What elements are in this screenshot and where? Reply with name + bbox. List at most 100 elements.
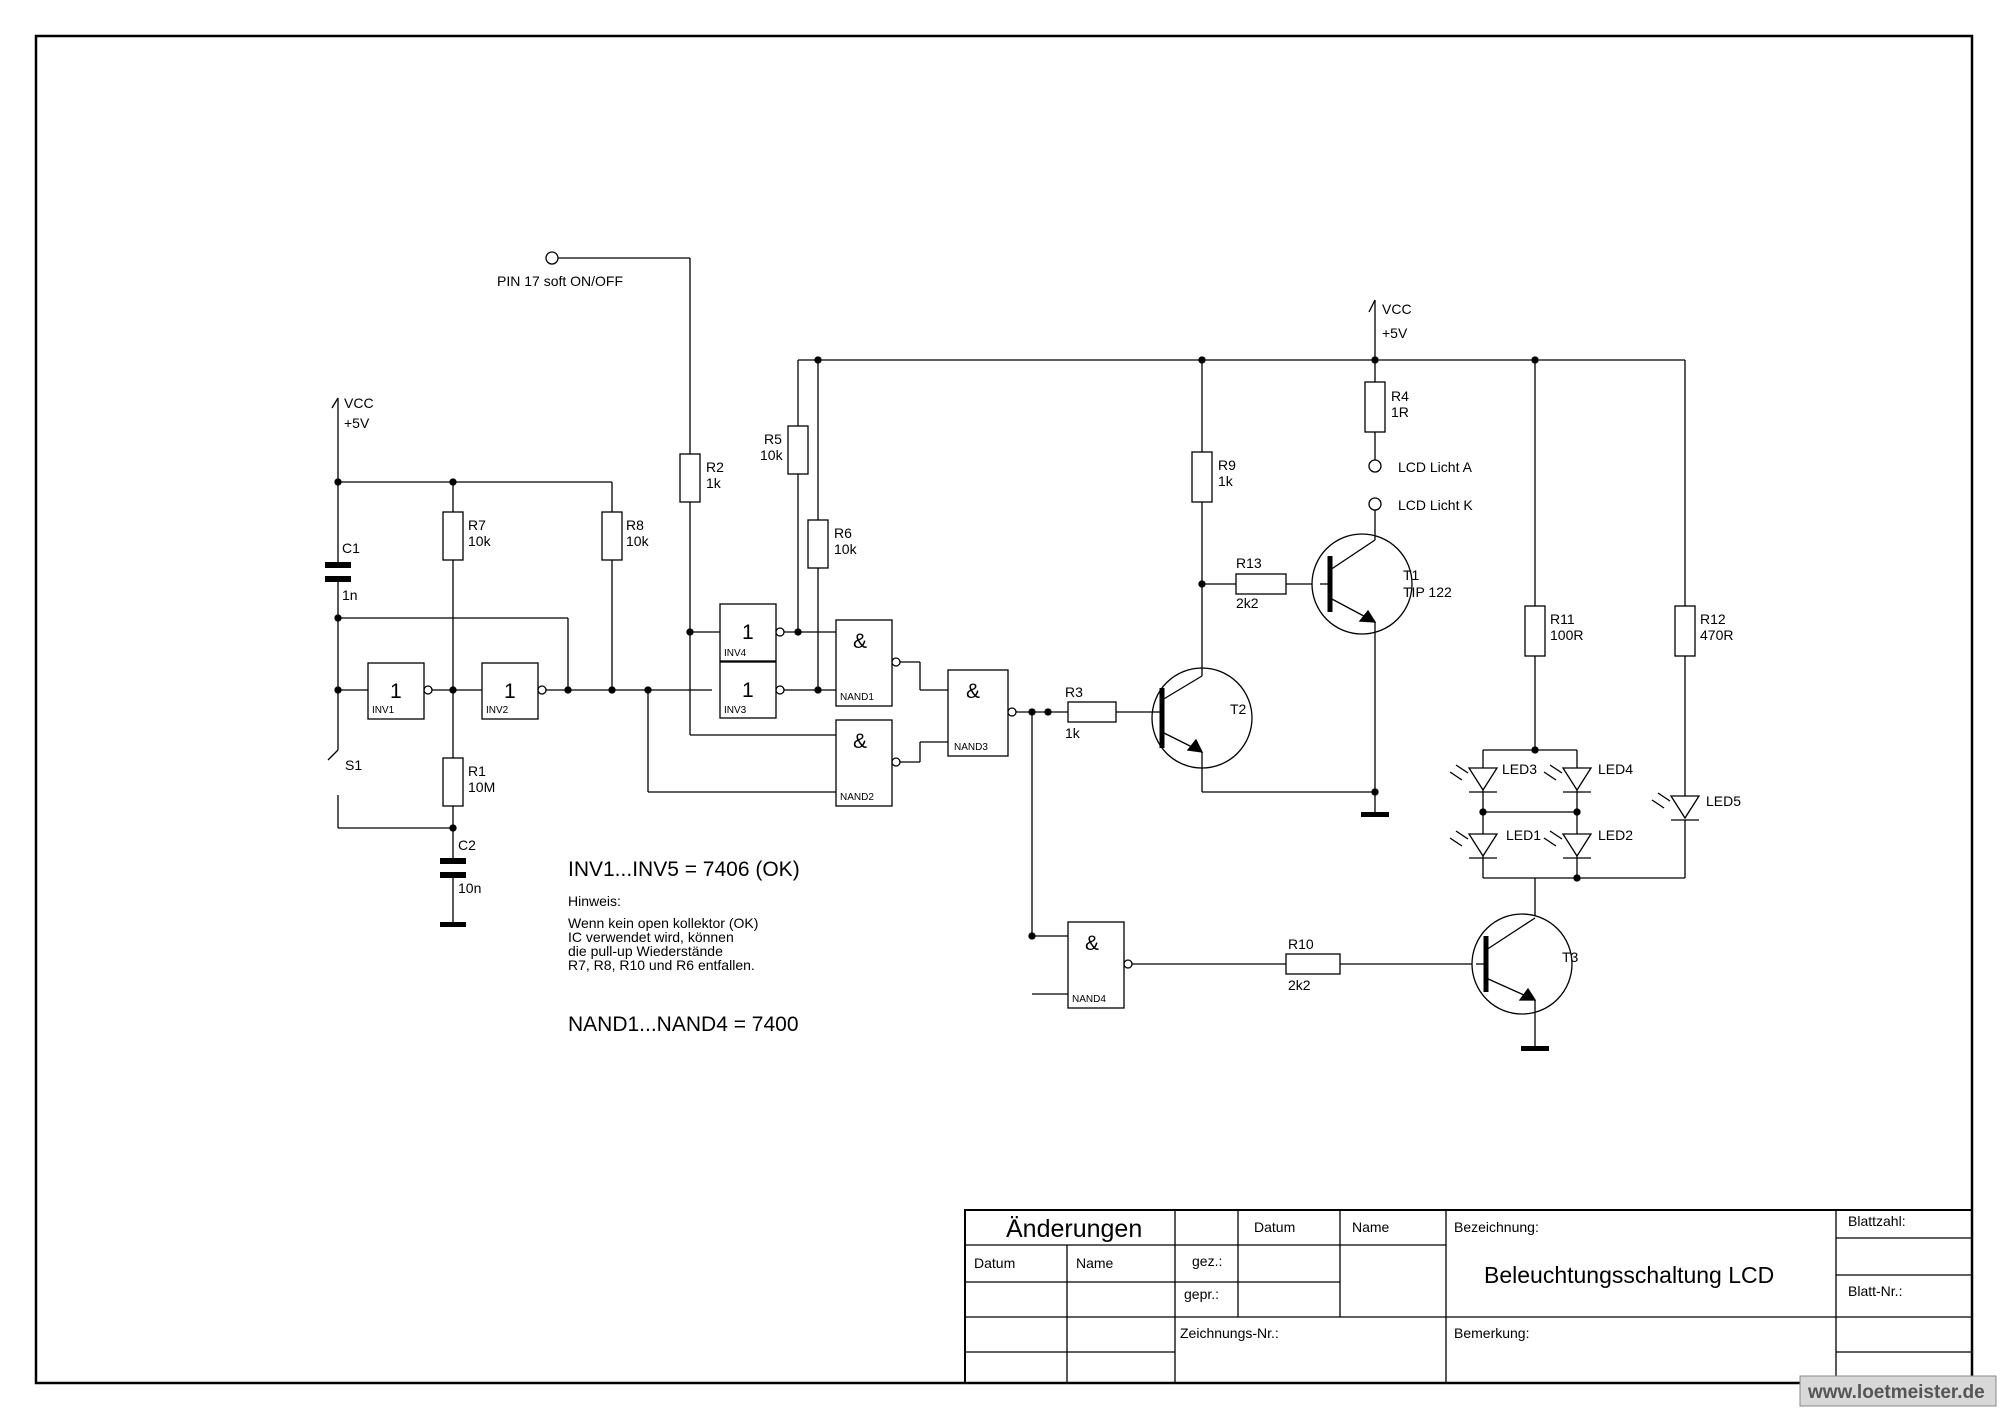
svg-text:LCD Licht K: LCD Licht K <box>1398 497 1473 513</box>
vcc-label: VCC <box>344 395 374 411</box>
svg-text:PIN 17 soft ON/OFF: PIN 17 soft ON/OFF <box>497 273 623 289</box>
gate-nand1: & NAND1 <box>835 619 901 707</box>
svg-text:INV3: INV3 <box>724 705 747 716</box>
svg-text:R5: R5 <box>764 431 782 447</box>
led3: LED3 <box>1449 761 1537 793</box>
svg-text:1k: 1k <box>1065 725 1081 741</box>
svg-text:LED4: LED4 <box>1598 761 1633 777</box>
resistor-r3: R3 1k <box>1065 684 1152 741</box>
svg-text:gepr.:: gepr.: <box>1184 1286 1219 1302</box>
svg-text:NAND2: NAND2 <box>840 792 874 803</box>
title-block: Änderungen Datum Name Datum Name gez.: g… <box>964 1209 1973 1384</box>
svg-text:Bemerkung:: Bemerkung: <box>1454 1325 1529 1341</box>
vcc-symbol-left: VCC +5V <box>331 395 374 482</box>
svg-text:C1: C1 <box>342 540 360 556</box>
svg-text:10M: 10M <box>468 779 495 795</box>
resistor-r6: R6 10k <box>807 360 858 690</box>
svg-text:R9: R9 <box>1218 457 1236 473</box>
svg-text:VCC: VCC <box>1382 301 1412 317</box>
svg-text:1n: 1n <box>342 587 358 603</box>
ground-t1 <box>1361 812 1389 817</box>
nand-type-note: NAND1...NAND4 = 7400 <box>568 1013 799 1036</box>
resistor-r8: R8 10k <box>601 482 650 690</box>
svg-text:TIP 122: TIP 122 <box>1403 584 1452 600</box>
svg-text:R10: R10 <box>1288 936 1314 952</box>
svg-text:R7, R8, R10 und R6 entfallen.: R7, R8, R10 und R6 entfallen. <box>568 957 755 973</box>
gate-inv1: 1 INV1 <box>367 662 433 720</box>
svg-text:Blatt-Nr.:: Blatt-Nr.: <box>1848 1283 1902 1299</box>
svg-text:+5V: +5V <box>1382 325 1408 341</box>
gate-nand3: & NAND3 <box>947 669 1017 757</box>
svg-text:&: & <box>966 680 980 703</box>
svg-text:INV4: INV4 <box>724 648 747 659</box>
watermark: www.loetmeister.de <box>1799 1375 1997 1407</box>
capacitor-c1: C1 1n <box>325 482 360 690</box>
svg-text:Bezeichnung:: Bezeichnung: <box>1454 1219 1539 1235</box>
resistor-r1: R1 10M <box>442 757 495 862</box>
svg-text:INV1: INV1 <box>372 705 395 716</box>
svg-text:NAND3: NAND3 <box>954 742 988 753</box>
svg-text:R8: R8 <box>626 517 644 533</box>
svg-text:&: & <box>853 630 867 653</box>
svg-text:die pull-up Wiederstände: die pull-up Wiederstände <box>568 943 723 959</box>
svg-text:10k: 10k <box>834 541 858 557</box>
gate-inv4: 1 INV4 <box>719 603 785 662</box>
vcc-voltage-label: +5V <box>344 415 370 431</box>
svg-text:C2: C2 <box>458 837 476 853</box>
svg-text:T3: T3 <box>1562 949 1579 965</box>
vcc-symbol-right: VCC +5V <box>1368 299 1412 360</box>
oscillator-section: VCC +5V C1 1n S1 <box>325 395 836 927</box>
transistor-t3: T3 <box>1471 913 1579 1015</box>
svg-text:LED1: LED1 <box>1506 827 1541 843</box>
svg-text:Datum: Datum <box>974 1255 1015 1271</box>
svg-text:R1: R1 <box>468 763 486 779</box>
svg-text:LED2: LED2 <box>1598 827 1633 843</box>
svg-text:1R: 1R <box>1391 404 1409 420</box>
svg-text:1: 1 <box>390 680 402 703</box>
svg-text:2k2: 2k2 <box>1236 595 1259 611</box>
switch-s1: S1 <box>327 690 453 829</box>
led2: LED2 <box>1543 827 1633 859</box>
resistor-r13: R13 2k2 <box>1202 555 1320 611</box>
led5: LED5 <box>1651 792 1741 878</box>
svg-text:IC verwendet wird, können: IC verwendet wird, können <box>568 929 734 945</box>
transistor-t1: T1 TIP 122 <box>1311 533 1452 635</box>
inv-type-note: INV1...INV5 = 7406 (OK) <box>568 858 800 881</box>
svg-text:www.loetmeister.de: www.loetmeister.de <box>1807 1382 1985 1403</box>
svg-text:Hinweis:: Hinweis: <box>568 893 621 909</box>
lcd-light-terminals: LCD Licht A LCD Licht K <box>1368 459 1473 518</box>
svg-text:NAND4: NAND4 <box>1072 994 1106 1005</box>
svg-text:10k: 10k <box>468 533 492 549</box>
resistor-r4: R4 1R <box>1364 360 1409 460</box>
led4: LED4 <box>1543 761 1633 793</box>
svg-text:gez.:: gez.: <box>1192 1253 1222 1269</box>
svg-text:R2: R2 <box>706 459 724 475</box>
svg-text:Blattzahl:: Blattzahl: <box>1848 1213 1906 1229</box>
svg-text:10k: 10k <box>626 533 650 549</box>
svg-text:10k: 10k <box>760 447 784 463</box>
svg-text:Datum: Datum <box>1254 1219 1295 1235</box>
svg-text:R3: R3 <box>1065 684 1083 700</box>
notes: INV1...INV5 = 7406 (OK) Hinweis: Wenn ke… <box>568 858 800 1036</box>
svg-text:Name: Name <box>1352 1219 1390 1235</box>
resistor-r2: R2 1k <box>679 453 724 735</box>
svg-text:INV2: INV2 <box>486 705 509 716</box>
svg-text:1k: 1k <box>706 475 722 491</box>
svg-text:S1: S1 <box>345 757 362 773</box>
svg-text:2k2: 2k2 <box>1288 977 1311 993</box>
drawing-title: Beleuchtungsschaltung LCD <box>1484 1262 1774 1288</box>
gate-nand4: & NAND4 <box>1067 921 1133 1009</box>
svg-text:R12: R12 <box>1700 611 1726 627</box>
svg-text:1: 1 <box>742 679 754 702</box>
resistor-r12: R12 470R <box>1674 605 1733 796</box>
pin17-input: PIN 17 soft ON/OFF <box>497 251 691 454</box>
svg-text:Wenn kein open kollektor (OK): Wenn kein open kollektor (OK) <box>568 915 758 931</box>
resistor-r11: R11 100R <box>1524 360 1583 754</box>
svg-text:R13: R13 <box>1236 555 1262 571</box>
gate-inv2: 1 INV2 <box>481 662 547 720</box>
aenderungen-label: Änderungen <box>1006 1215 1142 1243</box>
capacitor-c2: C2 10n <box>440 837 481 927</box>
svg-text:R4: R4 <box>1391 388 1409 404</box>
led1: LED1 <box>1449 827 1541 859</box>
svg-text:&: & <box>1085 932 1099 955</box>
